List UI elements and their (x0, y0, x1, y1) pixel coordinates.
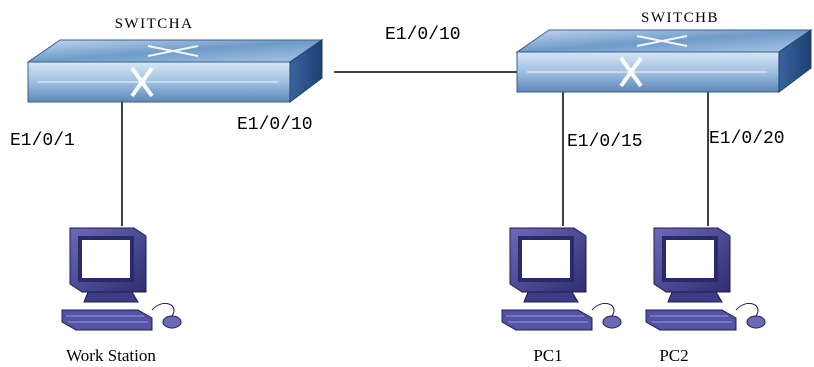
switch-a-icon (26, 38, 324, 104)
port-label-e1-0-20: E1/0/20 (709, 129, 785, 149)
workstation-computer-icon (61, 227, 182, 331)
pc2-label: PC2 (659, 346, 688, 365)
switch-b-label: SWITCHB (641, 10, 719, 26)
port-label-e1-0-10-link: E1/0/10 (385, 25, 461, 45)
port-label-e1-0-1: E1/0/1 (10, 131, 75, 151)
port-label-e1-0-10-switcha: E1/0/10 (237, 115, 313, 135)
port-label-e1-0-15: E1/0/15 (567, 132, 643, 152)
workstation-label: Work Station (66, 346, 156, 365)
pc1-computer-icon (501, 227, 622, 331)
switch-a-label: SWITCHA (115, 16, 194, 32)
pc2-computer-icon (645, 227, 766, 331)
pc1-label: PC1 (533, 346, 562, 365)
switch-b-icon (515, 28, 813, 94)
